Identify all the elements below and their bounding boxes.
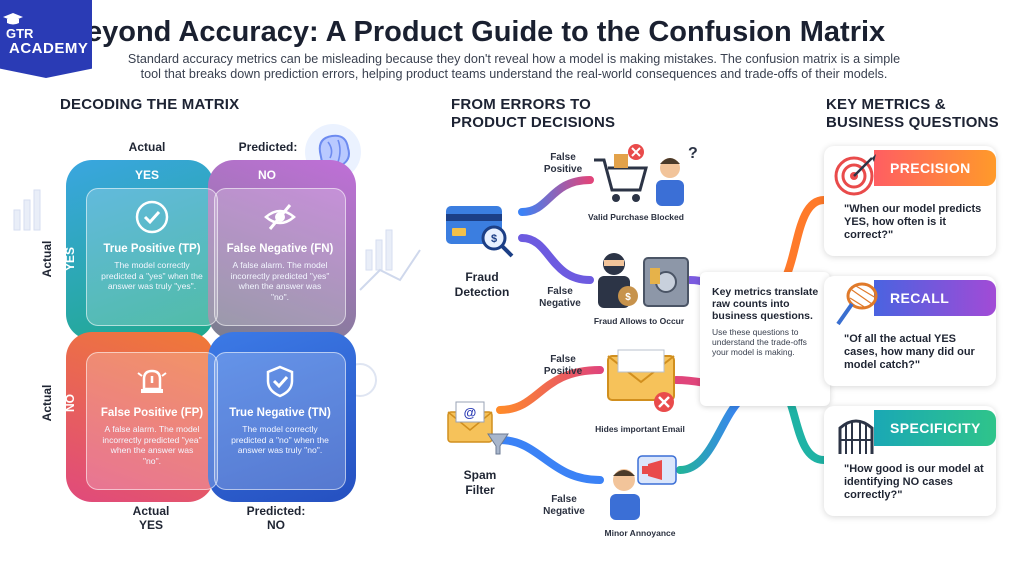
callout-body: Use these questions to understand the tr… [712, 327, 807, 357]
callout-heading: Key metrics translate raw counts into bu… [712, 286, 819, 322]
svg-text:$: $ [491, 233, 497, 245]
false-negative-label-1a: False [547, 286, 573, 297]
annoyed-person-icon [610, 455, 677, 520]
cell-description: The model correctly predicted a "yes" wh… [101, 260, 203, 291]
graduation-cap-icon [3, 13, 23, 25]
metric-card-specificity: SPECIFICITY "How good is our model at id… [824, 406, 996, 516]
false-positive-label-1a: False [550, 152, 576, 163]
spam-envelope-icon: @ [447, 401, 509, 455]
cell-description: The model correctly predicted a "no" whe… [231, 424, 329, 455]
page-title: eyond Accuracy: A Product Guide to the C… [86, 16, 886, 48]
cell-name: True Positive (TP) [103, 243, 201, 255]
matrix-heading: DECODING THE MATRIX [60, 96, 240, 113]
false-negative-label-1b: Negative [539, 298, 581, 309]
butterfly-net-icon [836, 282, 878, 326]
gtr-academy-logo: GTR ACADEMY [0, 0, 92, 78]
flow-heading-line1: FROM ERRORS TO [451, 96, 592, 113]
outcome-hides-important-email: Hides important Email [595, 424, 685, 434]
false-negative-label-2b: Negative [543, 506, 585, 517]
outcome-fraud-allows-to-occur: Fraud Allows to Occur [593, 316, 685, 326]
bottom-actual-value: YES [138, 518, 163, 532]
svg-text:?: ? [688, 145, 698, 162]
credit-card-icon: $ [446, 206, 514, 258]
outcome-valid-purchase-blocked: Valid Purchase Blocked [588, 212, 684, 222]
metric-name: SPECIFICITY [874, 410, 996, 446]
thief-safe-icon: $ [598, 253, 689, 308]
alarm-icon [137, 369, 167, 393]
matrix-band-bottom-right [208, 332, 356, 502]
matrix-band-top-right [208, 160, 356, 340]
cell-name: True Negative (TN) [229, 407, 331, 419]
false-positive-label-1b: Positive [543, 164, 583, 175]
metric-question: "How good is our model at identifying NO… [844, 463, 984, 501]
hidden-email-icon [607, 349, 675, 412]
metric-card-precision: PRECISION "When our model predicts YES, … [824, 146, 996, 256]
cell-name: False Negative (FN) [226, 243, 334, 255]
metric-question: "Of all the actual YES cases, how many d… [844, 333, 975, 371]
left-actual-label-top: Actual [40, 240, 54, 278]
metric-question: "When our model predicts YES, how often … [844, 203, 982, 241]
fraud-detection-label-line1: Fraud [465, 270, 499, 284]
false-negative-label-2a: False [551, 494, 577, 505]
left-actual-label-bottom: Actual [40, 384, 54, 422]
shopping-cart-blocked-icon: ? [594, 144, 698, 206]
left-no-label: NO [63, 394, 77, 412]
top-actual-label: Actual [128, 140, 166, 154]
logo-text-academy: ACADEMY [9, 40, 89, 57]
left-yes-label: YES [63, 247, 77, 272]
page-subtitle: Standard accuracy metrics can be mislead… [127, 52, 901, 81]
false-positive-label-2b: Positive [543, 366, 583, 377]
matrix-cell-true-negative: True Negative (TN) The model correctly p… [214, 352, 346, 490]
outcome-minor-annoyance: Minor Annoyance [604, 528, 676, 538]
metric-card-recall: RECALL "Of all the actual YES cases, how… [824, 276, 996, 386]
shield-check-icon [266, 365, 294, 398]
target-icon [834, 154, 876, 196]
top-no-label: NO [258, 168, 276, 182]
logo-text-gtr: GTR [6, 26, 34, 41]
cell-description: A false alarm. The model incorrectly pre… [230, 260, 330, 302]
matrix-cell-true-positive: True Positive (TP) The model correctly p… [86, 188, 218, 326]
top-yes-label: YES [134, 168, 159, 182]
cell-name: False Positive (FP) [100, 407, 204, 419]
metrics-heading-line1: KEY METRICS & [826, 96, 946, 113]
key-metrics-callout: Key metrics translate raw counts into bu… [700, 272, 830, 406]
bottom-actual-label: Actual [132, 504, 170, 518]
spam-filter-label-line2: Filter [465, 483, 495, 497]
gate-icon [838, 419, 874, 454]
eye-slash-icon [264, 204, 296, 230]
metric-name: RECALL [874, 280, 996, 316]
metrics-heading-line2: BUSINESS QUESTIONS [826, 114, 999, 131]
svg-text:$: $ [625, 292, 631, 303]
false-positive-label-2a: False [550, 354, 576, 365]
metric-name: PRECISION [874, 150, 996, 186]
checkmark-icon [135, 200, 169, 234]
matrix-cell-false-negative: False Negative (FN) A false alarm. The m… [214, 188, 346, 326]
flow-heading-line2: PRODUCT DECISIONS [451, 114, 616, 131]
matrix-cell-false-positive: False Positive (FP) A false alarm. The m… [86, 352, 218, 490]
fraud-detection-label-line2: Detection [454, 285, 510, 299]
cell-description: A false alarm. The model incorrectly pre… [102, 424, 202, 466]
spam-filter-label-line1: Spam [463, 468, 497, 482]
bottom-predicted-value: NO [267, 518, 285, 532]
top-predicted-label: Predicted: [238, 140, 298, 154]
svg-text:@: @ [464, 405, 477, 420]
bottom-predicted-label: Predicted: [246, 504, 306, 518]
